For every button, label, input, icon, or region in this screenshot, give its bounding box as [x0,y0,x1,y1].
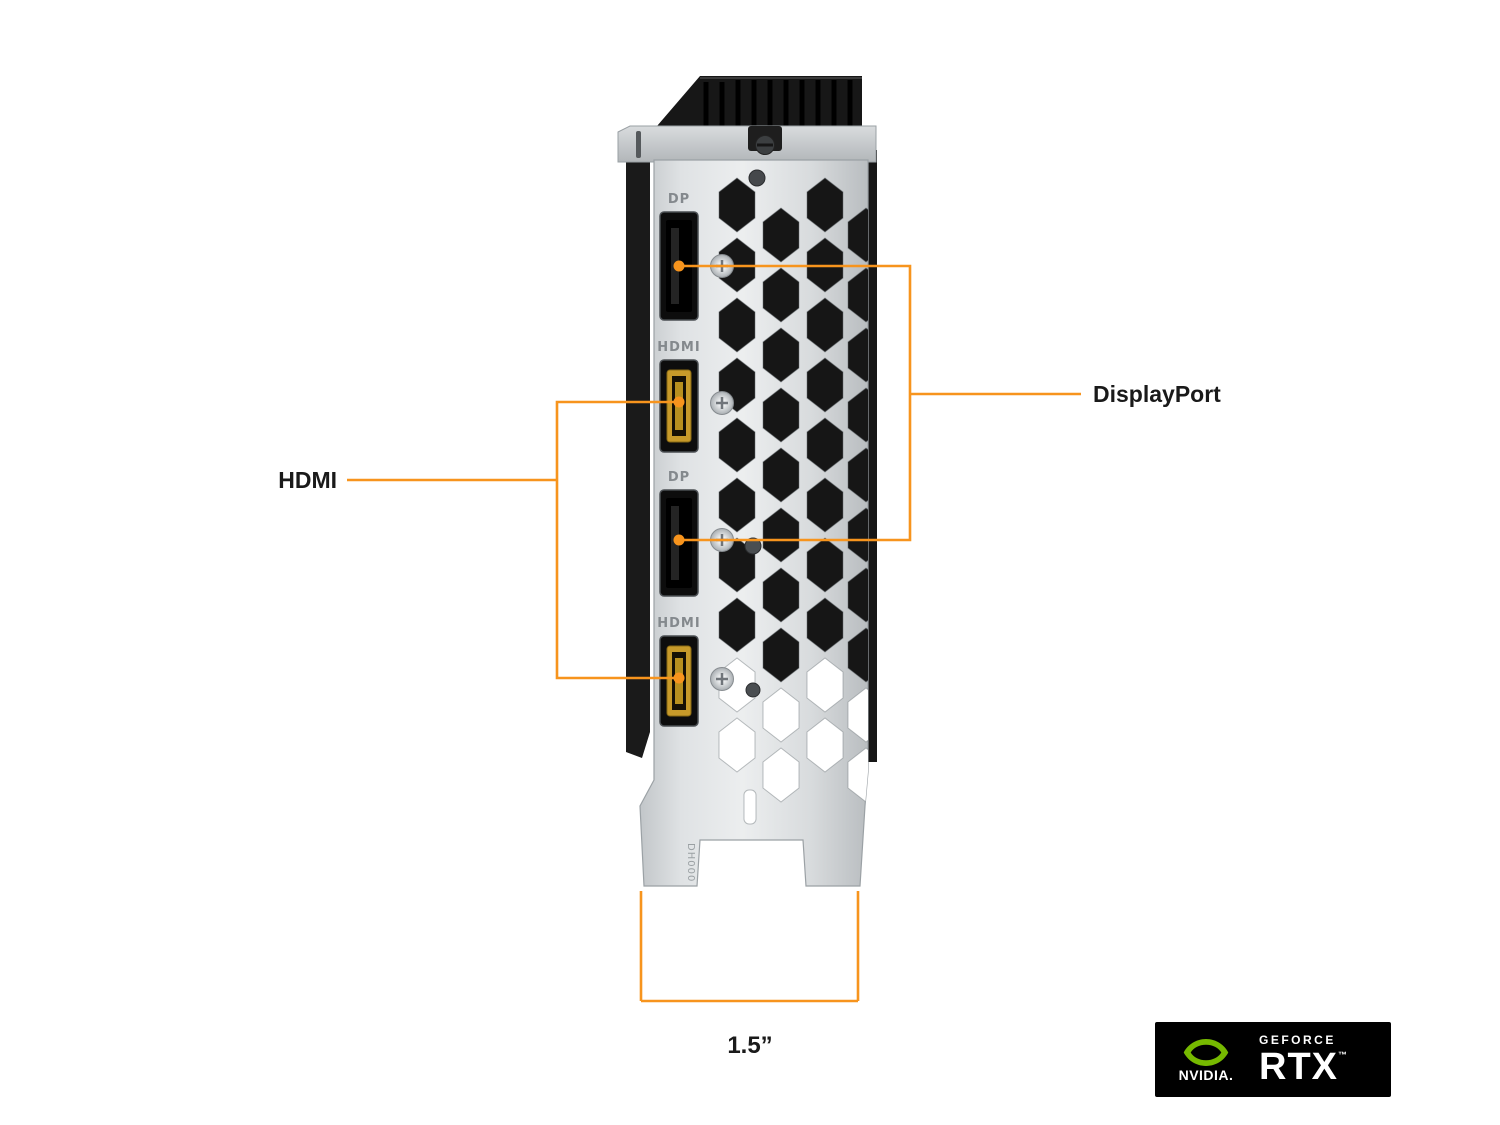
bracket-mounting-tab [617,125,877,163]
port-label-dp-1: DP [668,192,690,207]
card-edge-left [626,148,650,758]
trademark-symbol: ™ [1338,1049,1347,1060]
standoff [748,169,766,187]
port-label-hdmi-1: HDMI [657,340,700,355]
dimension-lines [639,891,860,1003]
standoff [744,537,762,555]
displayport-callout-label: DisplayPort [1093,381,1221,407]
port-dot-dp-2 [673,534,685,546]
nvidia-eye-icon [1183,1038,1229,1066]
port-dot-dp-1 [673,260,685,272]
nvidia-wordmark: NVIDIA. [1178,1066,1234,1083]
rtx-label: RTX [1259,1045,1338,1088]
standoff [745,682,761,698]
port-label-dp-2: DP [668,470,690,485]
screw-icon [710,391,734,415]
geforce-label: GEFORCE [1259,1033,1336,1048]
card-heatsink [645,76,862,140]
geforce-rtx-block: GEFORCE RTX ™ [1257,1033,1391,1085]
vent-grid [718,169,868,803]
port-dot-hdmi-2 [673,672,685,684]
bracket-marking: DH000 [685,843,696,882]
bottom-slot [743,789,757,825]
port-label-hdmi-2: HDMI [657,616,700,631]
width-dimension-label: 1.5” [727,1032,773,1059]
nvidia-rtx-badge: NVIDIA. GEFORCE RTX ™ [1155,1022,1391,1097]
screw-icon [710,667,734,691]
port-dot-hdmi-1 [673,396,685,408]
hdmi-callout-label: HDMI [278,467,337,493]
callout-line-displayport [679,264,1081,542]
nvidia-logo-block: NVIDIA. [1155,1038,1257,1082]
callout-line-hdmi [347,400,679,680]
